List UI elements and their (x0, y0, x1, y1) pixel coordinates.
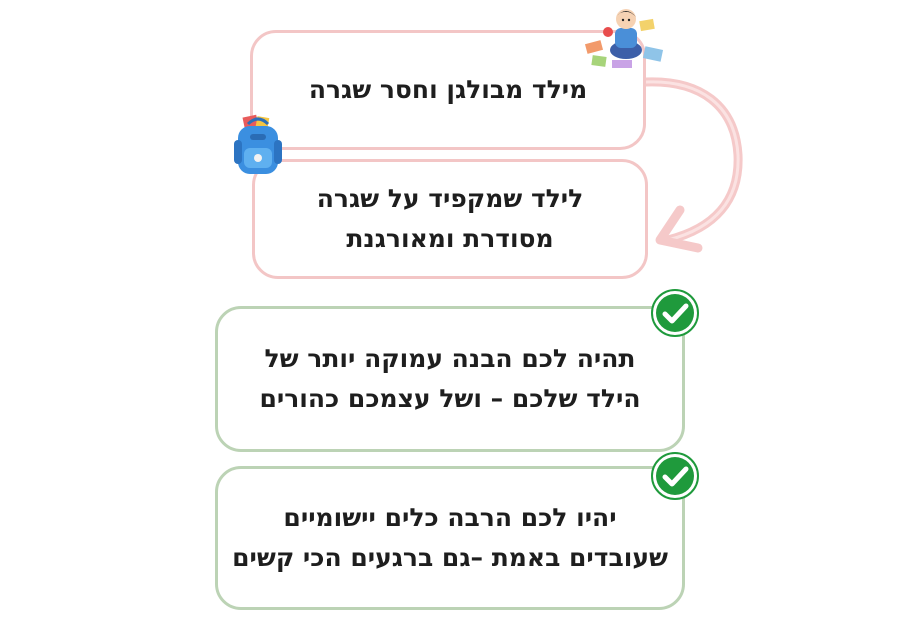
kid-illustration (584, 9, 664, 68)
from-messy-card: מילד מבולגן וחסר שגרה (250, 30, 646, 150)
curved-arrow-icon (641, 77, 743, 253)
benefit-understanding-card: תהיה לכם הבנה עמוקה יותר של הילד שלכם – … (215, 306, 685, 452)
check-circle-icon (651, 289, 699, 337)
card-line: יהיו לכם הרבה כלים יישומיים (283, 503, 617, 532)
benefit-tools-card: יהיו לכם הרבה כלים יישומיים שעובדים באמת… (215, 466, 685, 610)
card-line: שעובדים באמת –גם ברגעים הכי קשים (232, 543, 668, 572)
check-circle-icon (651, 452, 699, 500)
backpack-illustration (234, 114, 282, 174)
card-line: תהיה לכם הבנה עמוקה יותר של (264, 344, 636, 373)
card-line: מסודרת ומאורגנת (346, 224, 554, 253)
to-organized-card: לילד שמקפיד על שגרה מסודרת ומאורגנת (252, 159, 648, 279)
card-line: הילד שלכם – ושל עצמכם כהורים (259, 384, 641, 413)
card-line: מילד מבולגן וחסר שגרה (308, 75, 588, 104)
card-line: לילד שמקפיד על שגרה (316, 184, 584, 213)
